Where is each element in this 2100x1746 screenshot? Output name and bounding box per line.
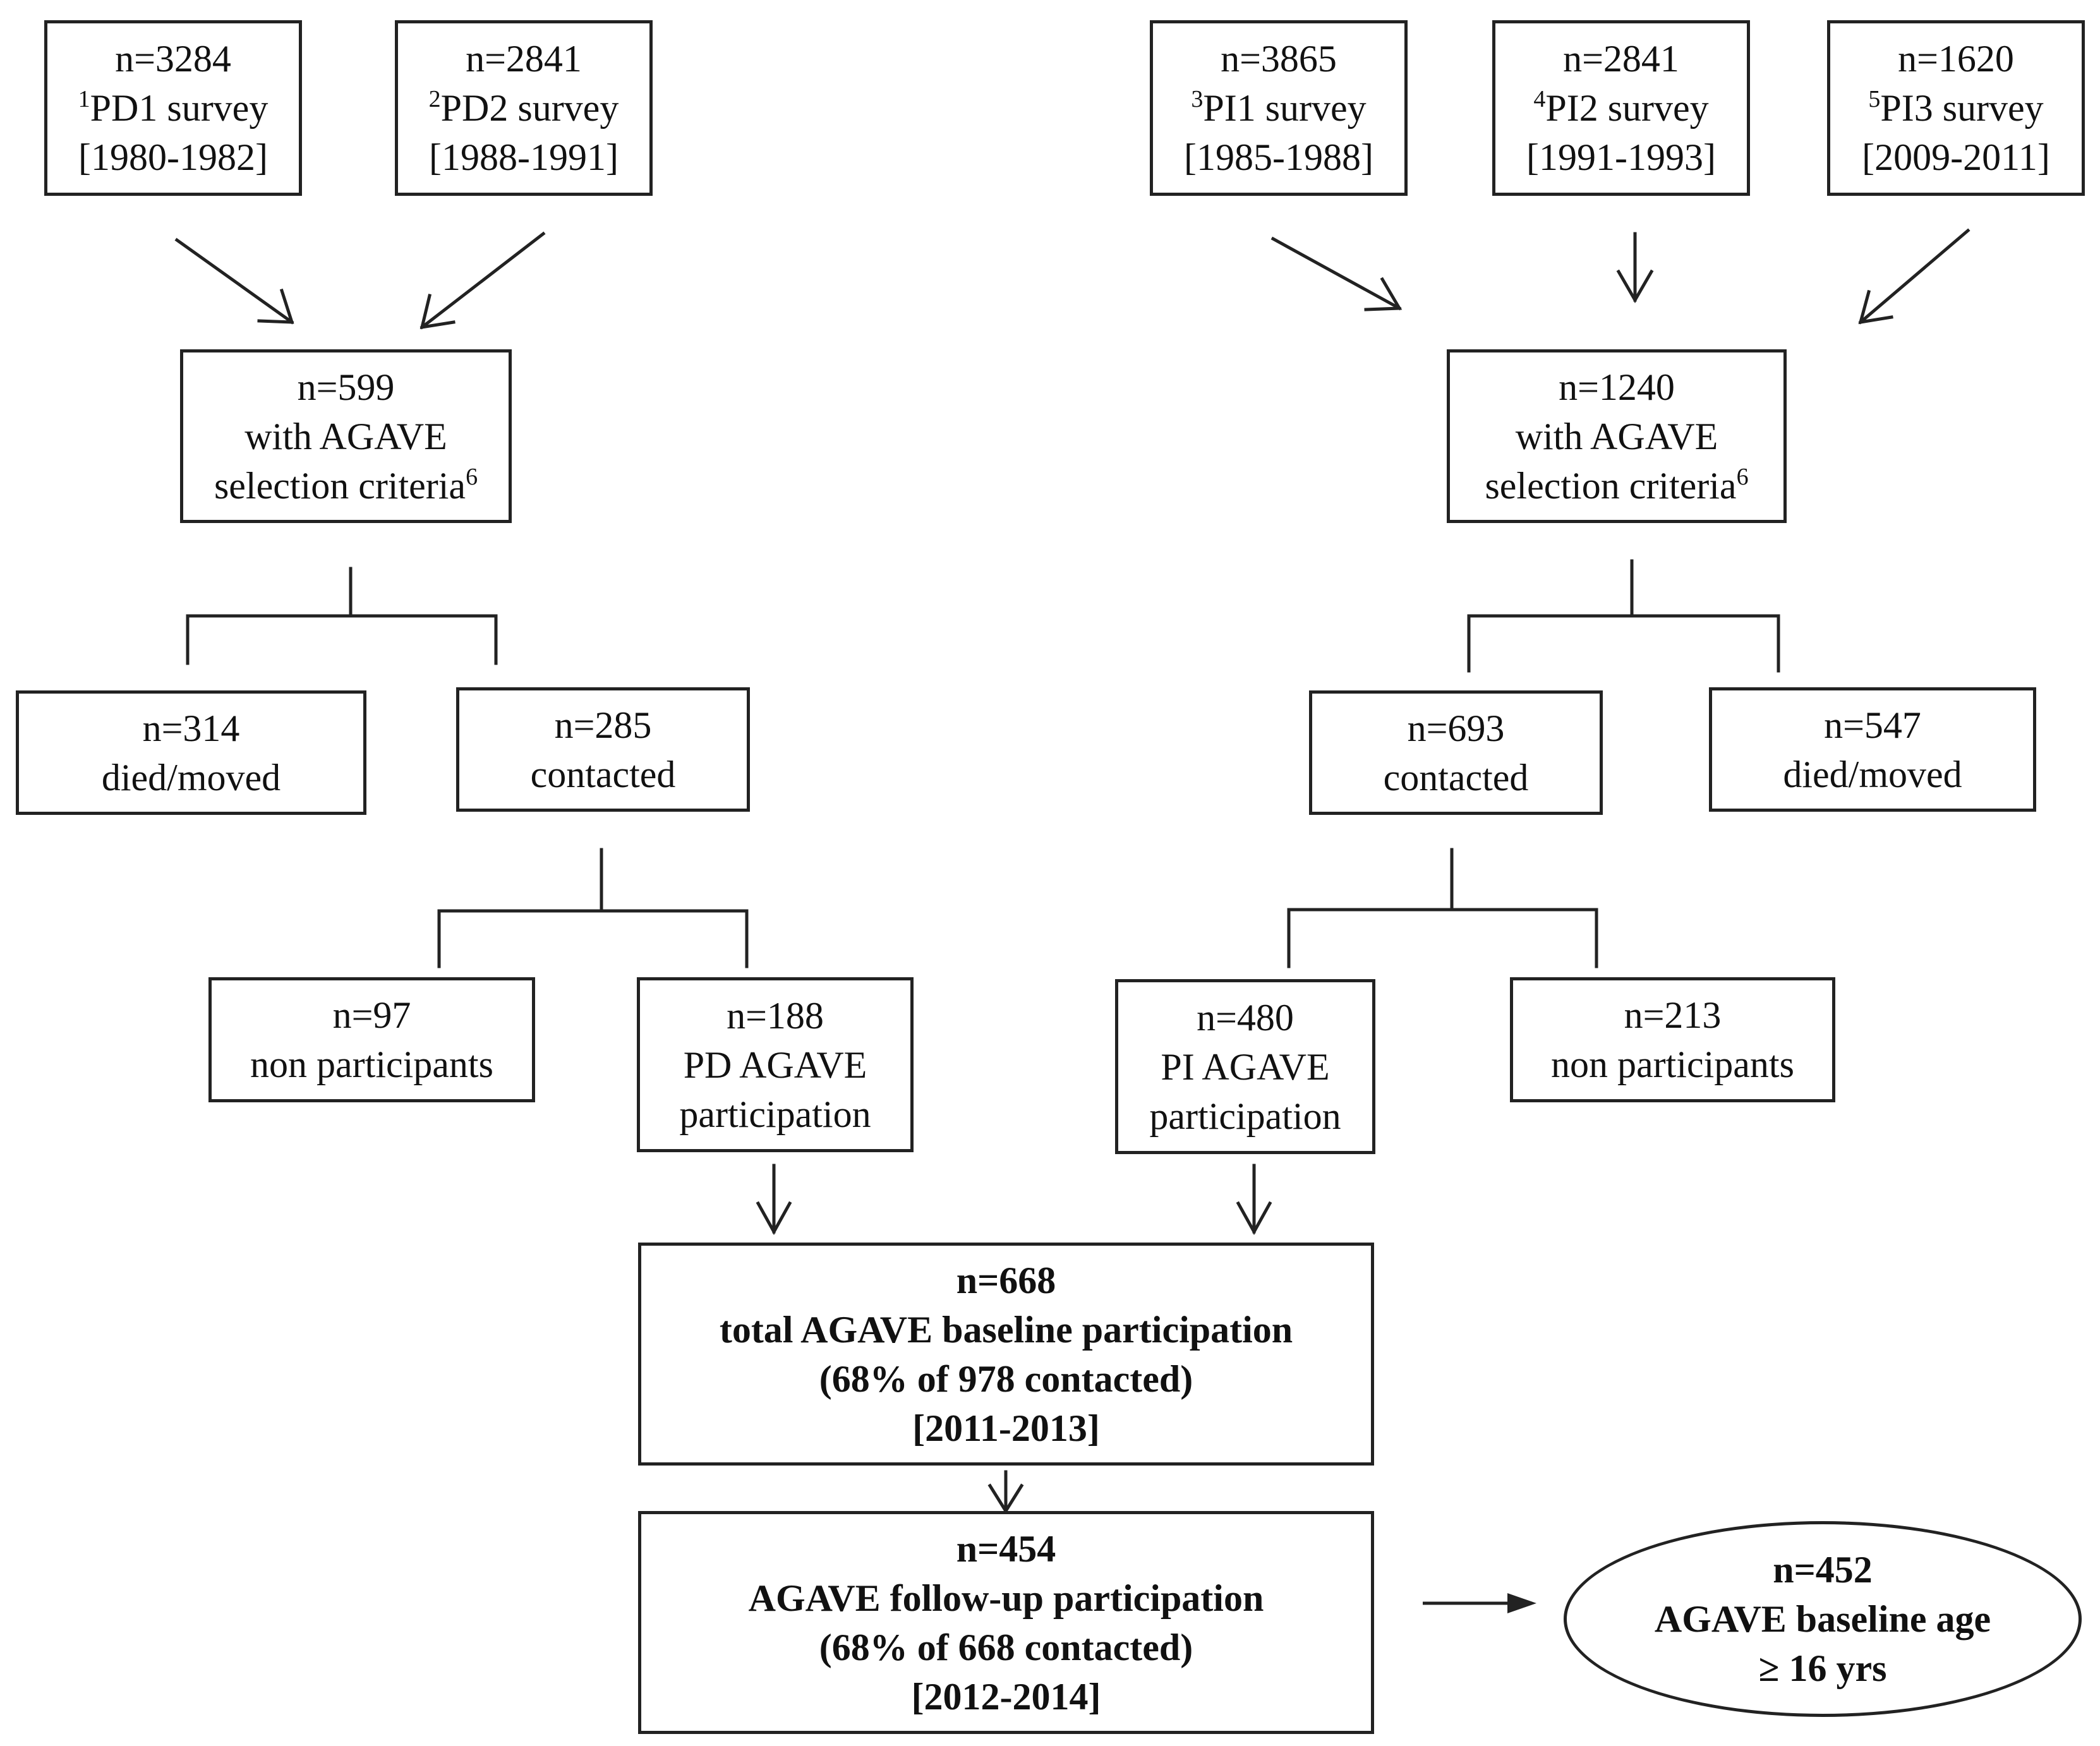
pd-selection-box: n=599 with AGAVE selection criteria6 (180, 349, 512, 523)
pd-nonparticipants-box: n=97 non participants (208, 977, 535, 1102)
total-baseline-years: [2011-2013] (912, 1407, 1100, 1449)
survey-box-pi2: n=2841 4PI2 survey [1991-1993] (1492, 20, 1750, 196)
total-baseline-line1: total AGAVE baseline participation (719, 1308, 1293, 1351)
survey-pd2-years: [1988-1991] (429, 136, 619, 178)
pi-died-n: n=547 (1824, 704, 1921, 746)
pd-participation-box: n=188 PD AGAVE participation (637, 977, 914, 1152)
pd-died-label: died/moved (101, 756, 281, 798)
survey-box-pi1: n=3865 3PI1 survey [1985-1988] (1150, 20, 1408, 196)
pi-selection-line2: selection criteria6 (1485, 463, 1749, 507)
pi-nonparticipants-box: n=213 non participants (1510, 977, 1835, 1102)
survey-pd2-n: n=2841 (466, 38, 582, 80)
survey-pi2-years: [1991-1993] (1526, 136, 1716, 178)
baseline-age-ellipse: n=452 AGAVE baseline age ≥ 16 yrs (1564, 1521, 2082, 1717)
baseline-age-line2: ≥ 16 yrs (1758, 1647, 1887, 1689)
total-baseline-line2: (68% of 978 contacted) (819, 1358, 1193, 1400)
pi-contacted-n: n=693 (1407, 707, 1505, 749)
pd-selection-line1: with AGAVE (244, 415, 447, 457)
pd-selection-n: n=599 (297, 366, 395, 408)
survey-pi2-n: n=2841 (1563, 38, 1679, 80)
pd-participation-line1: PD AGAVE (683, 1044, 867, 1086)
followup-years: [2012-2014] (911, 1675, 1101, 1718)
survey-pi3-title: 5PI3 survey (1868, 86, 2044, 129)
total-baseline-n: n=668 (956, 1259, 1056, 1301)
survey-pi3-years: [2009-2011] (1862, 136, 2050, 178)
arrow-pd2 (419, 231, 546, 330)
pd-participation-line2: participation (679, 1093, 871, 1135)
pd-selection-line2: selection criteria6 (214, 463, 478, 507)
survey-box-pd1: n=3284 1PD1 survey [1980-1982] (44, 20, 302, 196)
pi-nonparticipants-n: n=213 (1624, 994, 1722, 1036)
pd-contacted-n: n=285 (554, 704, 652, 746)
survey-pd1-years: [1980-1982] (78, 136, 268, 178)
pd-nonparticipants-label: non participants (250, 1044, 493, 1085)
pd-contacted-box: n=285 contacted (456, 687, 750, 812)
survey-pi3-n: n=1620 (1898, 38, 2014, 80)
survey-box-pi3: n=1620 5PI3 survey [2009-2011] (1827, 20, 2085, 196)
total-baseline-box: n=668 total AGAVE baseline participation… (638, 1243, 1374, 1466)
pd-nonparticipants-n: n=97 (332, 994, 411, 1036)
pi-contacted-label: contacted (1383, 756, 1529, 798)
pd-died-box: n=314 died/moved (16, 690, 366, 815)
pi-participation-line2: participation (1149, 1095, 1341, 1137)
baseline-age-line1: AGAVE baseline age (1654, 1598, 1991, 1640)
arrow-pi3 (1858, 228, 1970, 325)
followup-n: n=454 (956, 1527, 1056, 1570)
pd-contacted-label: contacted (530, 753, 676, 795)
survey-pd2-title: 2PD2 survey (428, 86, 619, 129)
pi-died-label: died/moved (1783, 753, 1962, 795)
pi-contacted-box: n=693 contacted (1309, 690, 1603, 815)
followup-line2: (68% of 668 contacted) (819, 1626, 1193, 1668)
pi-nonparticipants-label: non participants (1551, 1044, 1794, 1085)
pi-selection-box: n=1240 with AGAVE selection criteria6 (1447, 349, 1787, 523)
survey-box-pd2: n=2841 2PD2 survey [1988-1991] (395, 20, 653, 196)
survey-pi1-n: n=3865 (1221, 38, 1337, 80)
baseline-age-n: n=452 (1773, 1549, 1873, 1591)
pi-died-box: n=547 died/moved (1709, 687, 2036, 812)
followup-line1: AGAVE follow-up participation (748, 1577, 1264, 1619)
pi-participation-line1: PI AGAVE (1161, 1045, 1330, 1088)
arrow-pd1 (174, 238, 294, 325)
pi-participation-n: n=480 (1197, 996, 1294, 1039)
pi-participation-box: n=480 PI AGAVE participation (1115, 979, 1375, 1154)
pi-selection-line1: with AGAVE (1515, 415, 1718, 457)
survey-pi2-title: 4PI2 survey (1533, 86, 1709, 129)
pi-selection-n: n=1240 (1559, 366, 1675, 408)
survey-pi1-title: 3PI1 survey (1191, 86, 1367, 129)
arrow-pi1 (1270, 236, 1402, 311)
survey-pd1-title: 1PD1 survey (78, 86, 269, 129)
pd-participation-n: n=188 (727, 994, 824, 1037)
survey-pd1-n: n=3284 (115, 38, 231, 80)
survey-pi1-years: [1985-1988] (1184, 136, 1373, 178)
pd-died-n: n=314 (142, 707, 240, 749)
followup-box: n=454 AGAVE follow-up participation (68%… (638, 1511, 1374, 1734)
